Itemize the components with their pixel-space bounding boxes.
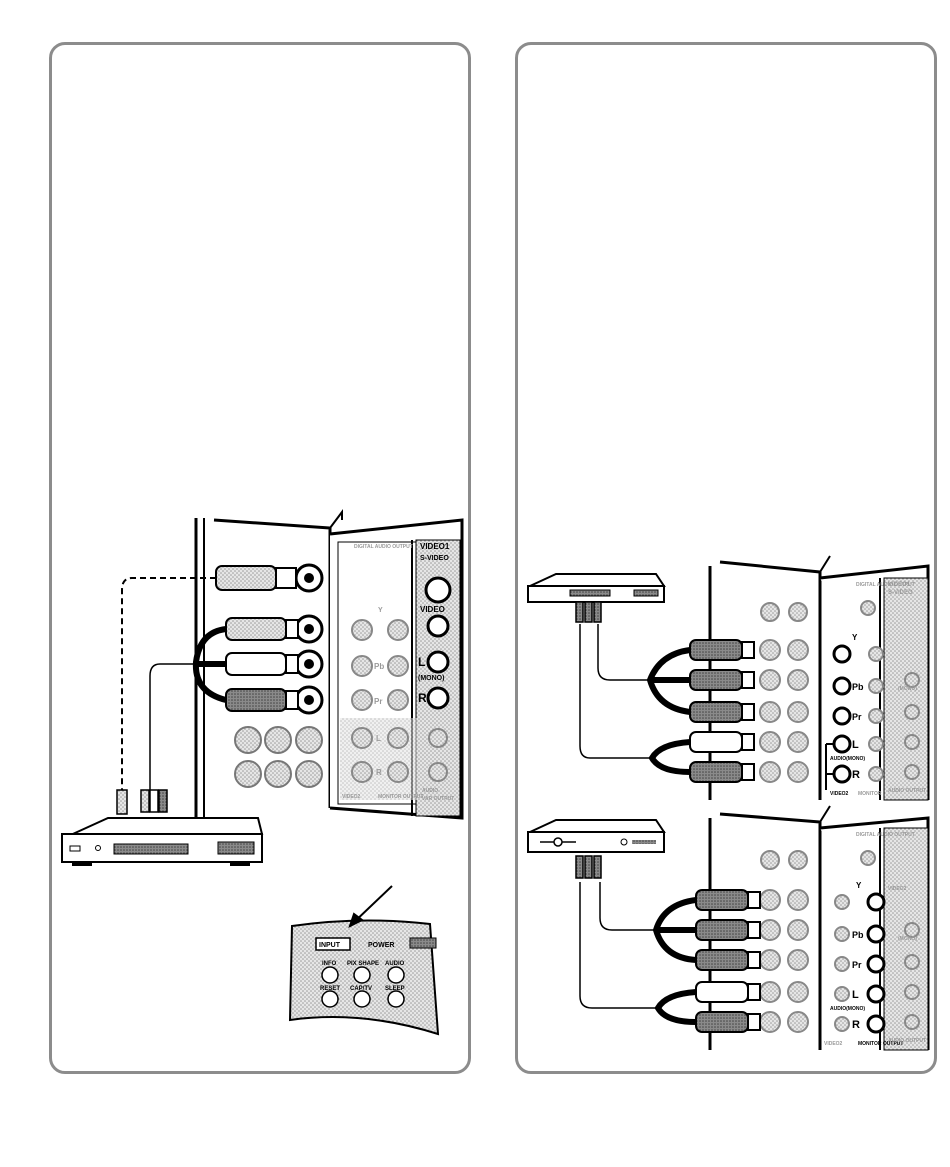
right-upper-y-label: Y (852, 633, 858, 642)
cap-tv-button-label: CAP/TV (350, 986, 372, 992)
right-lower-plugs (695, 889, 761, 1033)
left-audio-l-label: L (376, 734, 381, 743)
left-var-output-label: VAR OUTPUT (422, 796, 454, 802)
left-source-plugs (116, 789, 168, 815)
audio-button-label: AUDIO (385, 961, 405, 967)
right-upper-pr-label: Pr (852, 712, 862, 722)
sleep-button-label: SLEEP (385, 986, 405, 992)
right-upper-monitor-label: MONITOR (858, 791, 882, 797)
right-lower-l-label: L (852, 989, 859, 1001)
right-lower-digital-audio-label: DIGITAL AUDIO OUTPUT (856, 832, 915, 838)
left-cables (121, 577, 227, 792)
right-upper-audio-mono-label: AUDIO(MONO) (830, 756, 865, 762)
right-upper-cables (579, 624, 691, 775)
right-lower-pr-label: Pr (852, 960, 862, 970)
right-lower-source-device (527, 819, 666, 879)
right-upper-plugs (689, 639, 755, 783)
right-lower-audio-output-label: AUDIO OUTPUT (888, 1038, 926, 1044)
left-audio-label: AUDIO (422, 788, 438, 794)
right-upper-video2-label: VIDEO2 (830, 791, 849, 797)
right-lower-monitor-output-label: MONITOR OUTPUT (858, 1041, 903, 1047)
left-dvd-player (61, 817, 264, 866)
left-monitor-output-label: MONITOR OUTPUT (378, 794, 423, 800)
right-upper-video1-label: VIDEO1 (888, 582, 911, 588)
right-upper-digital-audio-label: DIGITAL AUDIO OUTPUT (856, 582, 915, 588)
left-digital-audio-label: DIGITAL AUDIO OUTPUT (354, 544, 413, 550)
input-button-label: INPUT (319, 942, 341, 949)
right-upper-mono-label: (MONO) (898, 686, 917, 692)
left-mono-label: (MONO) (418, 675, 444, 682)
left-plugs (215, 565, 299, 712)
right-lower-video2-label: VIDEO2 (824, 1041, 843, 1047)
right-upper-svideo-label: S-VIDEO (888, 590, 913, 596)
right-upper-pb-label: Pb (852, 682, 864, 692)
left-svideo-label: S-VIDEO (420, 555, 449, 562)
right-lower-video-small-label: VIDEO2 (888, 886, 907, 892)
left-control-panel (288, 885, 440, 1036)
pix-shape-button-label: PIX SHAPE (347, 961, 379, 967)
right-lower-mono-label: (MONO) (898, 936, 917, 942)
left-jack-column (234, 563, 452, 788)
right-upper-source-device (527, 573, 666, 623)
power-button-label: POWER (368, 942, 394, 949)
right-upper-r-label: R (852, 769, 860, 781)
right-lower-jacks (759, 889, 920, 1034)
left-video-label: VIDEO (420, 605, 445, 614)
left-pr-label: Pr (374, 697, 382, 706)
left-r-label: R (418, 691, 427, 705)
right-lower-y-label: Y (856, 881, 862, 890)
right-lower-cables (579, 882, 697, 1025)
right-upper-l-label: L (852, 739, 859, 751)
right-lower-r-label: R (852, 1019, 860, 1031)
left-y-label: Y (378, 607, 383, 614)
left-l-label: L (418, 655, 425, 669)
right-upper-bracket (825, 743, 834, 790)
right-lower-audio-mono-label: AUDIO(MONO) (830, 1006, 865, 1012)
info-button-label: INFO (322, 961, 337, 967)
left-pb-label: Pb (374, 662, 384, 671)
left-video2-label: VIDEO2 (342, 794, 361, 800)
left-video1-label: VIDEO1 (420, 542, 450, 551)
right-lower-pb-label: Pb (852, 930, 864, 940)
reset-button-label: RESET (320, 986, 340, 992)
left-audio-r-label: R (376, 768, 382, 777)
right-upper-audio-output-label: AUDIO OUTPUT (888, 788, 926, 794)
right-upper-jacks (759, 639, 920, 784)
